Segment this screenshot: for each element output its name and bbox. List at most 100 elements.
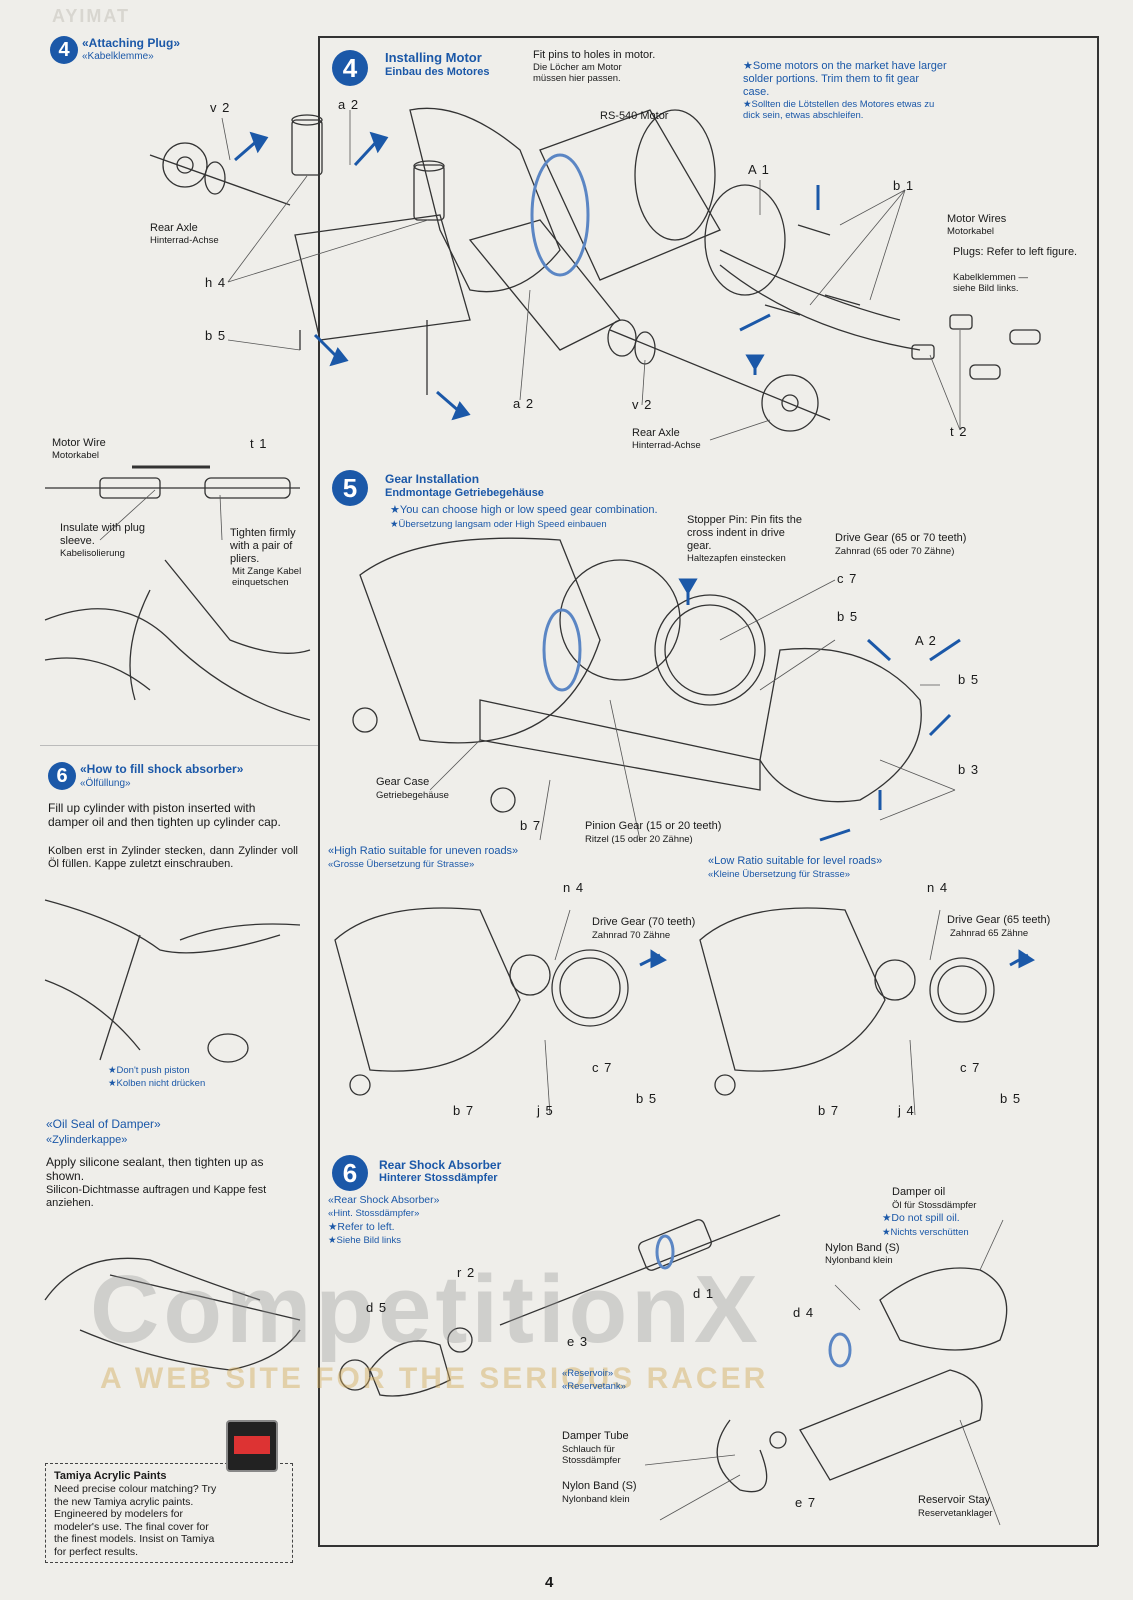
nylon-band-label-de: Nylonband klein: [825, 1255, 893, 1266]
solder-note: ★Some motors on the market have larger s…: [743, 60, 947, 98]
stopper-pin-note-de: Haltezapfen einstecken: [687, 553, 786, 564]
part-label-c7-low: c 7: [960, 1060, 981, 1075]
nylon-band-label: Nylon Band (S): [825, 1242, 900, 1254]
part-label-h4: h 4: [205, 275, 227, 290]
part-label-n4-low: n 4: [927, 880, 949, 895]
part-label-r2: r 2: [457, 1265, 476, 1280]
attaching-plug-title: «Attaching Plug»: [82, 36, 181, 50]
step-badge-rear-shock: 6: [332, 1155, 368, 1191]
gear-install-title: Gear Installation: [385, 472, 480, 486]
shock-fill-text: Fill up cylinder with piston inserted wi…: [48, 801, 281, 829]
motor-wire-label: Motor Wire: [52, 437, 106, 449]
high-ratio-title-de: «Grosse Übersetzung für Strasse»: [328, 859, 475, 870]
part-label-e3: e 3: [567, 1334, 589, 1349]
low-ratio-title-de: «Kleine Übersetzung für Strasse»: [708, 869, 851, 880]
damper-tube-label-de: Schlauch für Stossdämpfer: [562, 1444, 621, 1466]
damper-oil-label-de: Öl für Stossdämpfer: [892, 1200, 977, 1211]
plugs-note: Plugs: Refer to left figure.: [953, 246, 1078, 258]
divider-bottom: [318, 1545, 1098, 1547]
part-label-a2-top: a 2: [338, 97, 360, 112]
nylon-band2-label: Nylon Band (S): [562, 1480, 637, 1492]
reservoir-title: «Reservoir»: [562, 1368, 614, 1379]
high-drive-gear-label-de: Zahnrad 70 Zähne: [592, 930, 671, 941]
part-label-a2-bottom: a 2: [513, 396, 535, 411]
part-label-b7-high: b 7: [453, 1103, 475, 1118]
motor-wire-label-de: Motorkabel: [52, 450, 99, 461]
watermark-subtitle: A WEB SITE FOR THE SERIOUS RACER: [100, 1362, 769, 1395]
dont-push-note-de: ★Kolben nicht drücken: [108, 1078, 206, 1089]
rear-shock-title-de: Hinterer Stossdämpfer: [379, 1172, 498, 1184]
solder-note-de: ★Sollten die Lötstellen des Motores etwa…: [743, 99, 935, 121]
install-motor-title: Installing Motor: [385, 50, 482, 65]
part-label-b5-gear-b: b 5: [958, 672, 980, 687]
gear-choice-note-de: ★Übersetzung langsam oder High Speed ein…: [390, 519, 607, 530]
divider-vertical-left: [318, 36, 320, 421]
rear-axle-motor-label-de: Hinterrad-Achse: [632, 440, 701, 451]
watermark-title: CompetitionX: [90, 1256, 762, 1363]
part-label-c7-high: c 7: [592, 1060, 613, 1075]
pinion-gear-label: Pinion Gear (15 or 20 teeth): [585, 820, 722, 832]
plugs-note-de: Kabelklemmen — siehe Bild links.: [953, 272, 1028, 294]
part-label-d1: d 1: [693, 1286, 715, 1301]
rear-axle-motor-label: Rear Axle: [632, 427, 680, 439]
part-label-b3: b 3: [958, 762, 980, 777]
tighten-note: Tighten firmly with a pair of pliers.: [230, 527, 296, 565]
install-motor-title-de: Einbau des Motores: [385, 66, 490, 78]
reservoir-stay-label: Reservoir Stay: [918, 1494, 991, 1506]
no-spill-note-de: ★Nichts verschütten: [882, 1227, 969, 1238]
oil-seal-title-de: «Zylinderkappe»: [46, 1134, 128, 1146]
part-label-b5: b 5: [205, 328, 227, 343]
divider-vertical-right: [1097, 36, 1099, 1546]
rear-shock-title: Rear Shock Absorber: [379, 1158, 502, 1172]
dont-push-note: ★Don't push piston: [108, 1065, 190, 1076]
part-label-A1: A 1: [748, 162, 770, 177]
shock-fill-title: «How to fill shock absorber»: [80, 762, 244, 776]
oil-seal-text: Apply silicone sealant, then tighten up …: [46, 1155, 264, 1183]
fit-pins-note: Fit pins to holes in motor.: [533, 49, 656, 61]
step-badge-install-motor: 4: [332, 50, 368, 86]
gear-case-label-de: Getriebegehäuse: [376, 790, 449, 801]
oil-seal-text-de: Silicon-Dichtmasse auftragen und Kappe f…: [46, 1184, 267, 1209]
part-label-b7-low: b 7: [818, 1103, 840, 1118]
rear-shock-sub: «Rear Shock Absorber»: [328, 1194, 440, 1206]
no-spill-note: ★Do not spill oil.: [882, 1212, 960, 1224]
high-drive-gear-label: Drive Gear (70 teeth): [592, 916, 696, 928]
part-label-d5: d 5: [366, 1300, 388, 1315]
reservoir-stay-label-de: Reservetanklager: [918, 1508, 993, 1519]
divider-left-horizontal: [40, 745, 318, 746]
drive-gear-label-de: Zahnrad (65 oder 70 Zähne): [835, 546, 955, 557]
part-label-e7: e 7: [795, 1495, 817, 1510]
oil-seal-title: «Oil Seal of Damper»: [46, 1117, 161, 1131]
part-label-b5-high: b 5: [636, 1091, 658, 1106]
stopper-pin-note: Stopper Pin: Pin fits the cross indent i…: [687, 514, 802, 552]
rear-shock-sub-de: «Hint. Stossdämpfer»: [328, 1208, 420, 1219]
refer-left-note-de: ★Siehe Bild links: [328, 1235, 401, 1246]
pinion-gear-label-de: Ritzel (15 oder 20 Zähne): [585, 834, 693, 845]
part-label-j4: j 4: [898, 1103, 915, 1118]
part-label-j5: j 5: [537, 1103, 554, 1118]
low-drive-gear-label-de: Zahnrad 65 Zähne: [950, 928, 1029, 939]
reservoir-title-de: «Reservetank»: [562, 1381, 626, 1392]
attaching-plug-title-de: «Kabelklemme»: [82, 51, 154, 62]
rear-axle-label: Rear Axle: [150, 222, 198, 234]
motor-wires-label-de: Motorkabel: [947, 226, 994, 237]
part-label-c7-gear: c 7: [837, 571, 858, 586]
low-ratio-title: «Low Ratio suitable for level roads»: [708, 855, 883, 867]
rear-axle-label-de: Hinterrad-Achse: [150, 235, 219, 246]
part-label-d4: d 4: [793, 1305, 815, 1320]
shock-fill-title-de: «Ölfüllung»: [80, 778, 131, 789]
motor-model-label: RS-540 Motor: [600, 110, 669, 122]
page-number: 4: [545, 1574, 554, 1591]
part-label-v2-motor: v 2: [632, 397, 653, 412]
paints-ad: Tamiya Acrylic Paints Need precise colou…: [45, 1463, 293, 1563]
drive-gear-label: Drive Gear (65 or 70 teeth): [835, 532, 967, 544]
insulate-note: Insulate with plug sleeve.: [60, 522, 145, 547]
paints-text: Need precise colour matching? Try the ne…: [54, 1483, 217, 1558]
fit-pins-note-de: Die Löcher am Motor müssen hier passen.: [533, 62, 622, 84]
divider-vertical-mid: [318, 421, 320, 1546]
low-drive-gear-label: Drive Gear (65 teeth): [947, 914, 1051, 926]
high-ratio-title: «High Ratio suitable for uneven roads»: [328, 845, 519, 857]
step-badge-attaching-plug: 4: [50, 36, 78, 64]
damper-tube-label: Damper Tube: [562, 1430, 629, 1442]
